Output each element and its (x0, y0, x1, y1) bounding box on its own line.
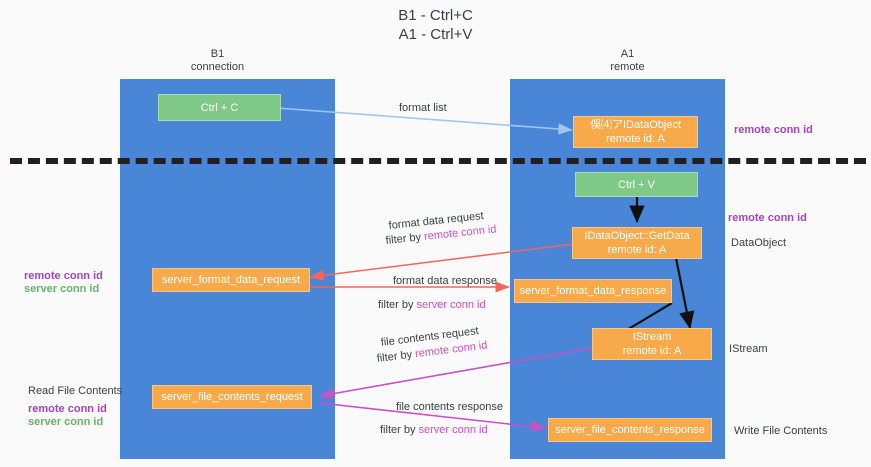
lane-a1-sub: remote (610, 61, 645, 73)
node-server-format-data-request[interactable]: server_format_data_request (152, 268, 310, 292)
node-ctrl-v-label: Ctrl + V (618, 178, 655, 191)
node-getdata[interactable]: IDataObject::GetData remote id: A (572, 227, 702, 259)
edge-label-file-contents-response-filter: filter by server conn id (380, 423, 488, 437)
node-server-file-contents-request-label: server_file_contents_request (161, 391, 303, 403)
page-title: B1 - Ctrl+C A1 - Ctrl+V (0, 6, 871, 44)
lane-header-b1: B1 connection (155, 48, 280, 74)
connector-file-contents-response (319, 402, 546, 433)
side-label-remote-conn-id-top: remote conn id (734, 124, 813, 136)
lane-a1-name: A1 (620, 48, 635, 60)
node-server-format-data-response-label: server_format_data_response (519, 285, 667, 297)
lane-b1-sub: connection (190, 61, 245, 73)
node-server-file-contents-request[interactable]: server_file_contents_request (152, 385, 312, 409)
node-idataobject[interactable]: 俁⑷アIDataObject remote id: A (573, 116, 698, 148)
node-ctrl-v[interactable]: Ctrl + V (575, 172, 698, 197)
filter-prefix-2: filter by (378, 299, 417, 311)
side-label-istream: IStream (729, 343, 768, 355)
node-server-file-contents-response-label: server_file_contents_response (555, 424, 705, 436)
side-label-read-file-contents: Read File Contents (28, 385, 123, 397)
title-line-2: A1 - Ctrl+V (398, 26, 473, 43)
connector-format-data-request (309, 243, 575, 281)
connector-format-list (276, 107, 573, 135)
filter-key-server-conn-id: server conn id (416, 299, 486, 311)
edge-label-format-list: format list (399, 102, 447, 114)
node-ctrl-c-label: Ctrl + C (200, 101, 239, 114)
edge-label-format-data-response: format data response (393, 275, 497, 287)
node-idataobject-label: 俁⑷アIDataObject (589, 119, 682, 131)
node-getdata-remote-id: remote id: A (607, 244, 667, 256)
section-divider (10, 158, 866, 164)
node-istream-label: IStream (632, 331, 672, 343)
node-server-file-contents-response[interactable]: server_file_contents_response (548, 418, 712, 442)
node-getdata-label: IDataObject::GetData (584, 230, 690, 242)
side-label-dataobject: DataObject (731, 237, 787, 249)
side-label-remote-conn-id-mid: remote conn id (728, 212, 807, 224)
side-label-left-server-conn-id: server conn id (24, 283, 100, 295)
edge-label-file-contents-response: file contents response (396, 401, 504, 413)
filter-prefix-4: filter by (380, 424, 419, 436)
edge-label-format-data-response-filter: filter by server conn id (378, 298, 486, 312)
side-label-write-file-contents: Write File Contents (734, 425, 828, 437)
side-label-left-server-conn-id-2: server conn id (28, 416, 104, 428)
node-idataobject-remote-id: remote id: A (606, 133, 665, 145)
node-server-format-data-response[interactable]: server_format_data_response (514, 279, 672, 303)
lane-header-a1: A1 remote (565, 48, 690, 74)
filter-key-server-conn-id-2: server conn id (418, 424, 488, 436)
connector-file-contents-request (319, 347, 593, 400)
node-istream-remote-id: remote id: A (622, 345, 682, 357)
side-label-left-remote-conn-id: remote conn id (24, 270, 103, 282)
filter-prefix: filter by (385, 230, 425, 247)
side-label-left-remote-conn-id-2: remote conn id (28, 403, 107, 415)
node-server-format-data-request-label: server_format_data_request (161, 274, 301, 286)
connector-getdata-istream (674, 257, 695, 330)
title-line-1: B1 - Ctrl+C (398, 7, 473, 24)
node-ctrl-c[interactable]: Ctrl + C (158, 94, 281, 121)
node-istream[interactable]: IStream remote id: A (592, 328, 712, 360)
lane-b1-name: B1 (210, 48, 225, 60)
